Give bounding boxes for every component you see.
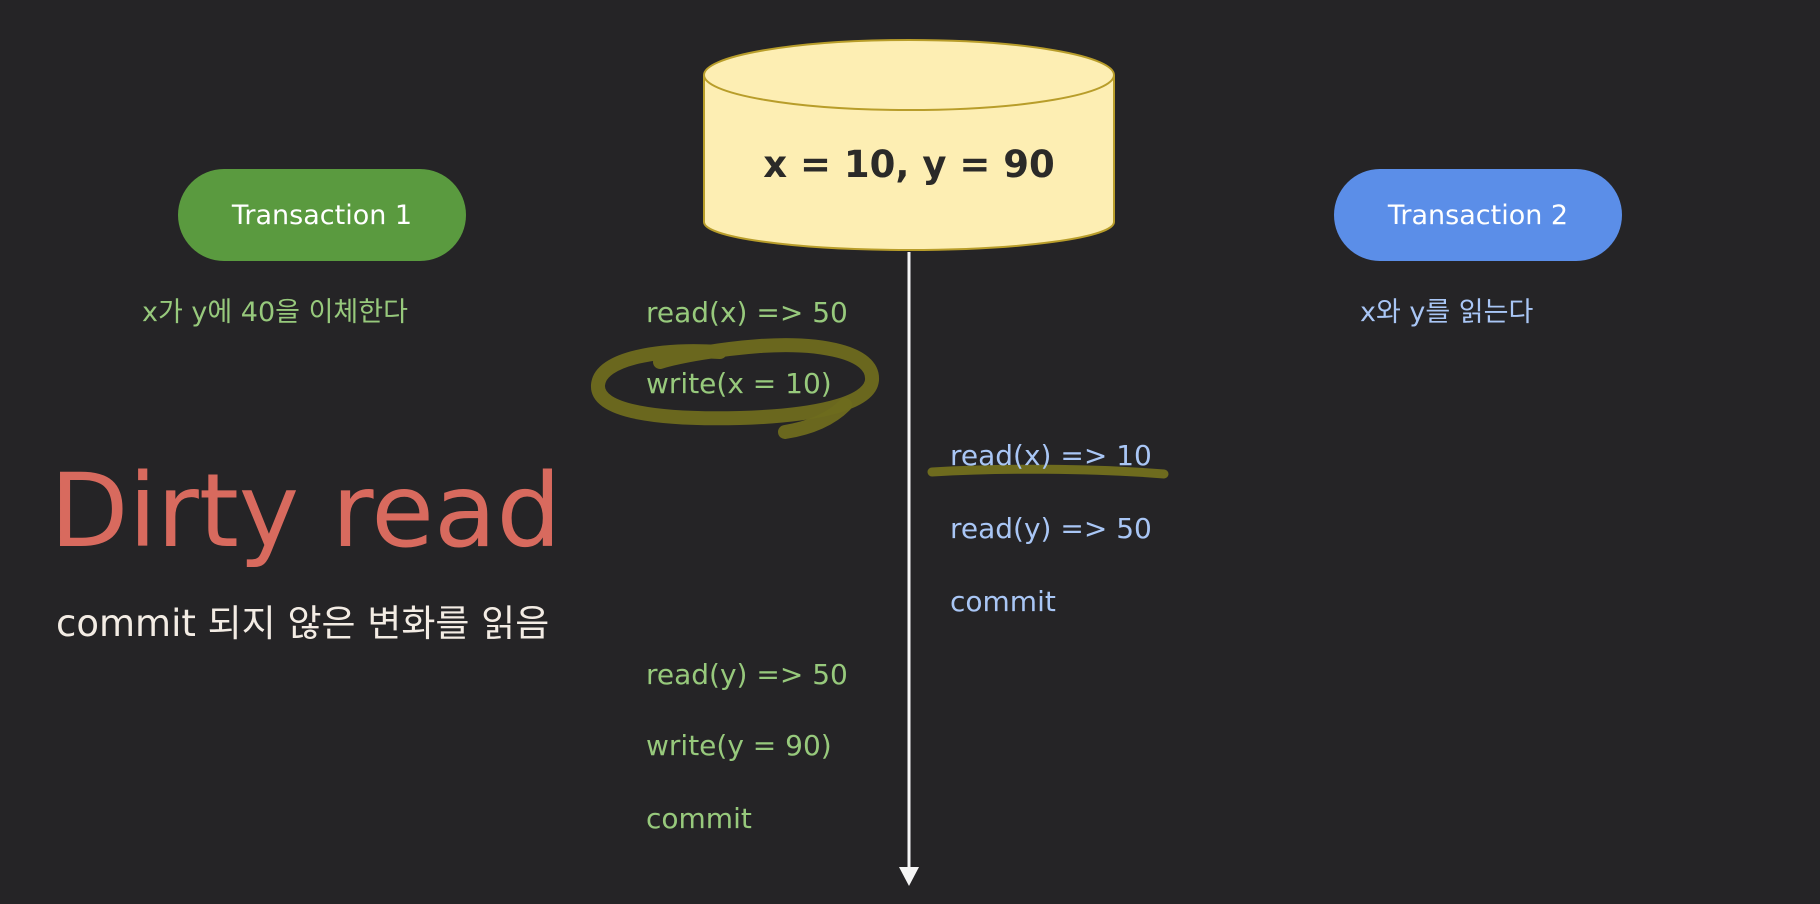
t2-op-read-x: read(x) => 10 — [950, 439, 1152, 472]
transaction-1-badge: Transaction 1 — [178, 169, 466, 261]
concept-title: Dirty read — [50, 452, 562, 571]
concept-subtitle: commit 되지 않은 변화를 읽음 — [56, 602, 550, 645]
t1-op-write-y: write(y = 90) — [646, 729, 832, 762]
transaction-2-description: x와 y를 읽는다 — [1360, 297, 1534, 328]
t1-op-read-y: read(y) => 50 — [646, 658, 848, 691]
transaction-2-badge: Transaction 2 — [1334, 169, 1622, 261]
timeline-arrow — [899, 252, 919, 886]
transaction-1-description: x가 y에 40을 이체한다 — [142, 297, 408, 328]
t1-op-read-x: read(x) => 50 — [646, 296, 848, 329]
t2-op-read-y: read(y) => 50 — [950, 512, 1152, 545]
t1-op-commit: commit — [646, 802, 752, 835]
database-value: x = 10, y = 90 — [763, 143, 1055, 186]
t2-op-commit: commit — [950, 585, 1056, 618]
t1-op-write-x: write(x = 10) — [646, 367, 832, 400]
